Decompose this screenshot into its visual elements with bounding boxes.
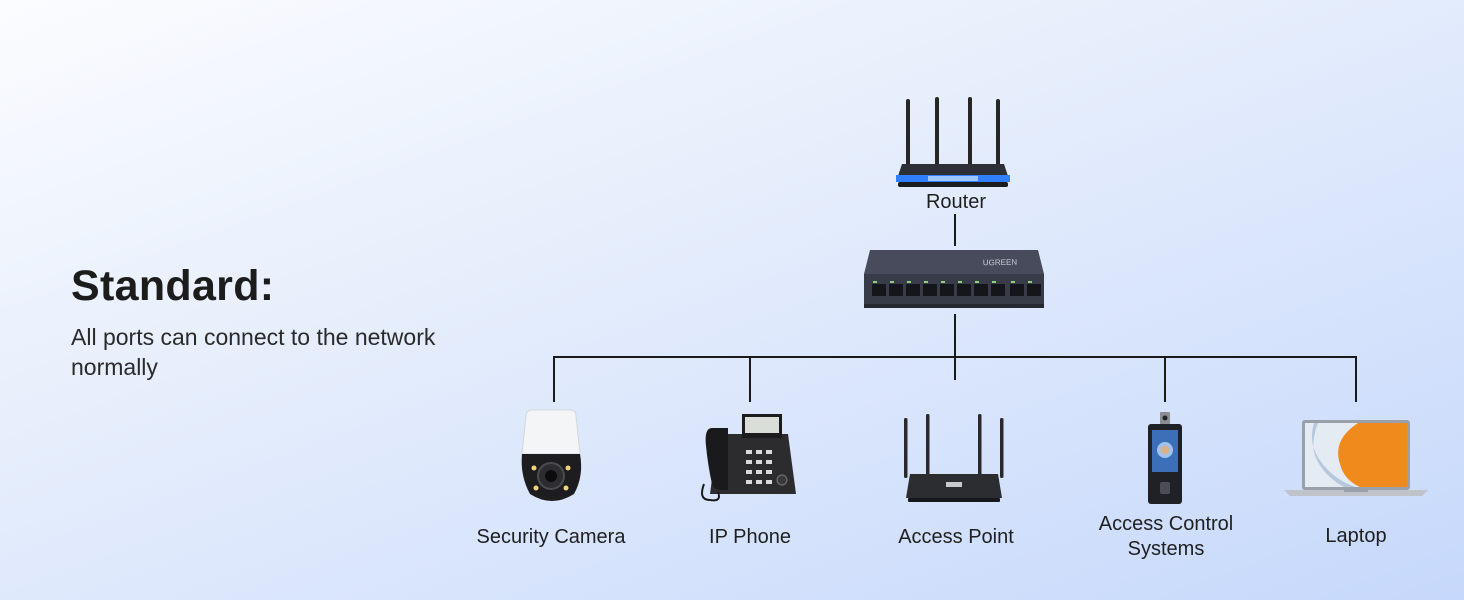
router-switch-link (954, 214, 956, 246)
ip-phone-label: IP Phone (709, 526, 791, 548)
distribution-bus-line (553, 356, 1357, 358)
router-icon (896, 97, 1010, 187)
access-control-icon (1148, 412, 1182, 504)
laptop-icon (1284, 420, 1428, 496)
drop-line-phone (749, 356, 751, 402)
switch-trunk-line (954, 314, 956, 380)
access-point-icon (904, 414, 1004, 502)
switch-icon: UGREEN (864, 250, 1044, 308)
access-control-label: Access Control Systems (1081, 512, 1251, 562)
heading: Standard: (71, 262, 275, 310)
drop-line-access-control (1164, 356, 1166, 402)
drop-line-laptop (1355, 356, 1357, 402)
access-point-label: Access Point (898, 526, 1014, 548)
router-label: Router (925, 191, 987, 213)
drop-line-camera (553, 356, 555, 402)
switch-brand: UGREEN (983, 258, 1018, 268)
security-camera-label: Security Camera (476, 526, 626, 548)
description: All ports can connect to the network nor… (71, 324, 436, 380)
laptop-label: Laptop (1325, 525, 1387, 547)
security-camera-icon (521, 409, 582, 501)
access-control-label-text: Access Control Systems (1098, 513, 1234, 560)
ip-phone-icon (701, 414, 796, 502)
